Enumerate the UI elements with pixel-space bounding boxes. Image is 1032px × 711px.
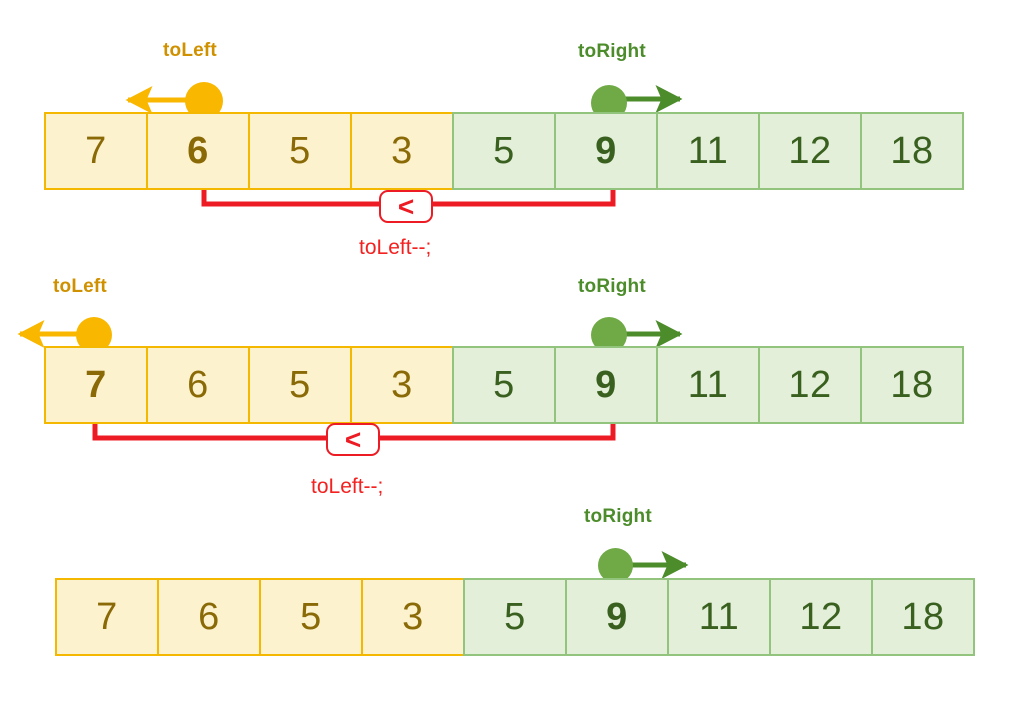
step-2-cell-5[interactable]: 9 bbox=[554, 346, 658, 424]
step-3-cell-4[interactable]: 5 bbox=[463, 578, 567, 656]
step-3-cell-0[interactable]: 7 bbox=[55, 578, 159, 656]
step-2-cell-0[interactable]: 7 bbox=[44, 346, 148, 424]
step-2-comparison-caption: toLeft--; bbox=[311, 475, 384, 498]
cell-value: 18 bbox=[890, 364, 934, 406]
step-3-cell-6[interactable]: 11 bbox=[667, 578, 771, 656]
step-3-cell-5[interactable]: 9 bbox=[565, 578, 669, 656]
step-2-cell-4[interactable]: 5 bbox=[452, 346, 556, 424]
step-1-comparison-badge: < bbox=[379, 190, 433, 223]
step-1-cell-1[interactable]: 6 bbox=[146, 112, 250, 190]
step-1-array: 7 6 5 3 5 9 11 12 18 bbox=[44, 112, 964, 190]
step-1-cell-0[interactable]: 7 bbox=[44, 112, 148, 190]
step-3-cell-7[interactable]: 12 bbox=[769, 578, 873, 656]
step-3-cell-2[interactable]: 5 bbox=[259, 578, 363, 656]
cell-value: 7 bbox=[85, 130, 107, 172]
step-1-cell-7[interactable]: 12 bbox=[758, 112, 862, 190]
step-1-cell-3[interactable]: 3 bbox=[350, 112, 454, 190]
cell-value: 7 bbox=[85, 364, 107, 406]
step-2-cell-1[interactable]: 6 bbox=[146, 346, 250, 424]
step-1-comparison-caption: toLeft--; bbox=[359, 236, 432, 259]
cell-value: 12 bbox=[799, 596, 843, 638]
step-2-comparison-badge: < bbox=[326, 423, 380, 456]
cell-value: 6 bbox=[187, 364, 209, 406]
cell-value: 5 bbox=[289, 364, 311, 406]
step-3-cell-1[interactable]: 6 bbox=[157, 578, 261, 656]
step-3-array: 7 6 5 3 5 9 11 12 18 bbox=[55, 578, 975, 656]
cell-value: 6 bbox=[187, 130, 209, 172]
cell-value: 5 bbox=[289, 130, 311, 172]
step-3-right-pointer-label: toRight bbox=[584, 506, 652, 527]
cell-value: 3 bbox=[402, 596, 424, 638]
cell-value: 5 bbox=[493, 130, 515, 172]
cell-value: 12 bbox=[788, 364, 832, 406]
step-3-cell-3[interactable]: 3 bbox=[361, 578, 465, 656]
step-1-cell-5[interactable]: 9 bbox=[554, 112, 658, 190]
step-2-cell-7[interactable]: 12 bbox=[758, 346, 862, 424]
cell-value: 5 bbox=[300, 596, 322, 638]
cell-value: 18 bbox=[890, 130, 934, 172]
cell-value: 9 bbox=[606, 596, 628, 638]
cell-value: 12 bbox=[788, 130, 832, 172]
cell-value: 11 bbox=[687, 364, 729, 406]
step-1-right-pointer-label: toRight bbox=[578, 41, 646, 62]
step-3-cell-8[interactable]: 18 bbox=[871, 578, 975, 656]
step-1-cell-2[interactable]: 5 bbox=[248, 112, 352, 190]
step-2-left-pointer-label: toLeft bbox=[53, 276, 107, 297]
cell-value: 5 bbox=[504, 596, 526, 638]
step-2-cell-2[interactable]: 5 bbox=[248, 346, 352, 424]
step-2-cell-8[interactable]: 18 bbox=[860, 346, 964, 424]
step-2-cell-6[interactable]: 11 bbox=[656, 346, 760, 424]
step-2-array: 7 6 5 3 5 9 11 12 18 bbox=[44, 346, 964, 424]
step-1-cell-6[interactable]: 11 bbox=[656, 112, 760, 190]
step-2-right-pointer-label: toRight bbox=[578, 276, 646, 297]
step-1-left-pointer-label: toLeft bbox=[163, 40, 217, 61]
cell-value: 11 bbox=[687, 130, 729, 172]
cell-value: 5 bbox=[493, 364, 515, 406]
cell-value: 9 bbox=[595, 364, 617, 406]
cell-value: 9 bbox=[595, 130, 617, 172]
step-1-cell-8[interactable]: 18 bbox=[860, 112, 964, 190]
cell-value: 7 bbox=[96, 596, 118, 638]
cell-value: 18 bbox=[901, 596, 945, 638]
cell-value: 6 bbox=[198, 596, 220, 638]
cell-value: 3 bbox=[391, 130, 413, 172]
cell-value: 3 bbox=[391, 364, 413, 406]
step-1-cell-4[interactable]: 5 bbox=[452, 112, 556, 190]
cell-value: 11 bbox=[698, 596, 740, 638]
step-2-cell-3[interactable]: 3 bbox=[350, 346, 454, 424]
step-3-right-pointer-dot[interactable] bbox=[598, 548, 633, 583]
